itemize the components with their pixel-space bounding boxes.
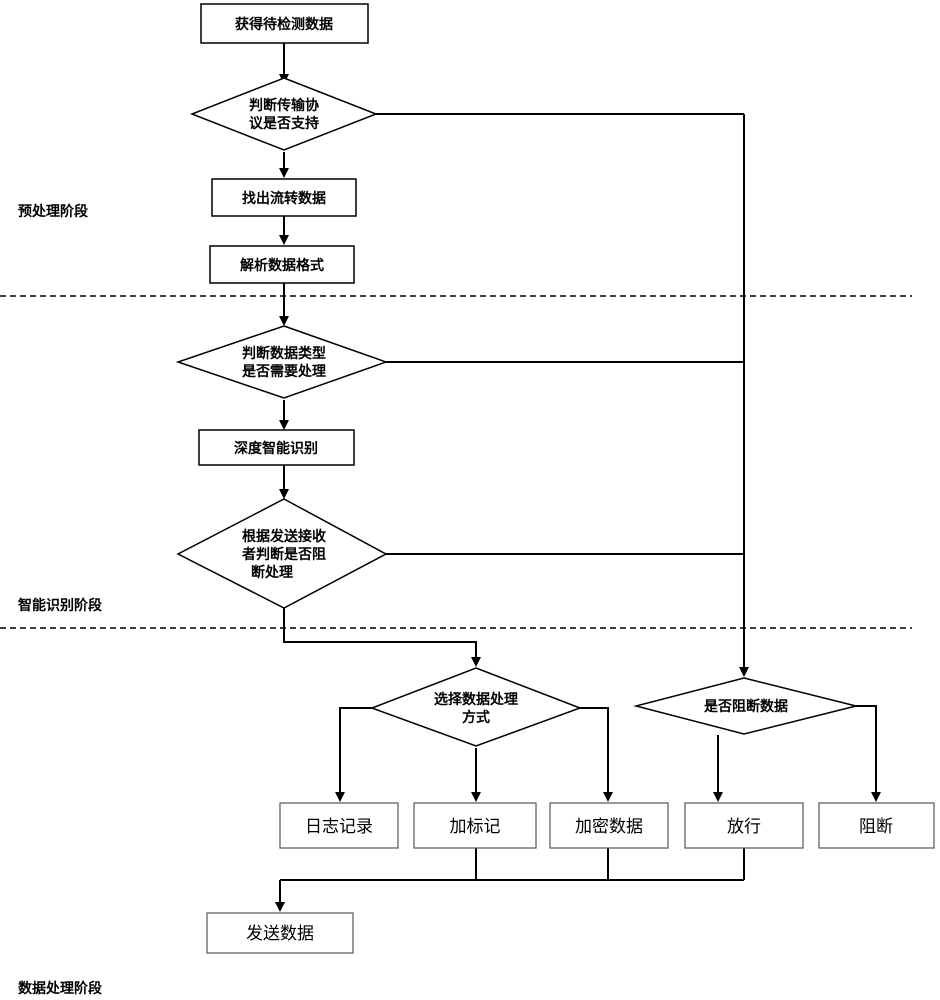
node-select-line1: 选择数据处理 (434, 691, 518, 708)
node-sender-line2: 者判断是否阻 (242, 546, 326, 563)
node-mark: 加标记 (450, 817, 501, 837)
node-block: 阻断 (859, 817, 893, 837)
node-deep-recognition: 深度智能识别 (234, 440, 318, 457)
node-allow-box (684, 802, 804, 849)
node-block-decision: 是否阻断数据 (704, 698, 788, 715)
node-allow: 放行 (727, 817, 761, 837)
node-find-flow-box (211, 178, 357, 217)
node-log: 日志记录 (305, 817, 373, 837)
node-protocol-line2: 议是否支持 (249, 115, 319, 132)
node-protocol-diamond (189, 77, 379, 151)
arrow-decision-to-block (856, 705, 881, 802)
arrow-select-to-encrypt (580, 707, 613, 802)
arrow-sender-to-select (283, 608, 481, 667)
node-mark-box (413, 802, 537, 849)
node-encrypt-box (549, 802, 669, 849)
node-send: 发送数据 (246, 924, 314, 944)
node-select-line2: 方式 (462, 709, 490, 726)
node-sender-line3: 断处理 (251, 564, 293, 581)
node-protocol-line1: 判断传输协 (249, 97, 319, 114)
node-sender-diamond (176, 498, 388, 609)
node-find-flow: 找出流转数据 (242, 190, 326, 207)
node-type-line1: 判断数据类型 (242, 345, 326, 362)
node-type-line2: 是否需要处理 (242, 363, 326, 380)
node-block-decision-diamond (633, 677, 857, 735)
node-block-box (818, 802, 935, 849)
node-select-diamond (369, 667, 583, 747)
node-get-data-box (200, 3, 369, 44)
node-sender-line1: 根据发送接收 (242, 528, 327, 545)
stage-label-processing: 数据处理阶段 (18, 980, 102, 997)
node-type-diamond (175, 325, 389, 399)
node-parse-format-box (209, 245, 355, 284)
node-get-data: 获得待检测数据 (235, 16, 333, 33)
node-encrypt: 加密数据 (575, 817, 643, 837)
node-send-box (206, 912, 354, 954)
stage-label-recognition: 智能识别阶段 (17, 597, 102, 614)
node-log-box (279, 802, 399, 849)
arrow-select-to-log (335, 707, 372, 802)
stage-label-preprocess: 预处理阶段 (18, 203, 88, 220)
node-parse-format: 解析数据格式 (240, 257, 324, 274)
node-deep-box (198, 429, 355, 466)
